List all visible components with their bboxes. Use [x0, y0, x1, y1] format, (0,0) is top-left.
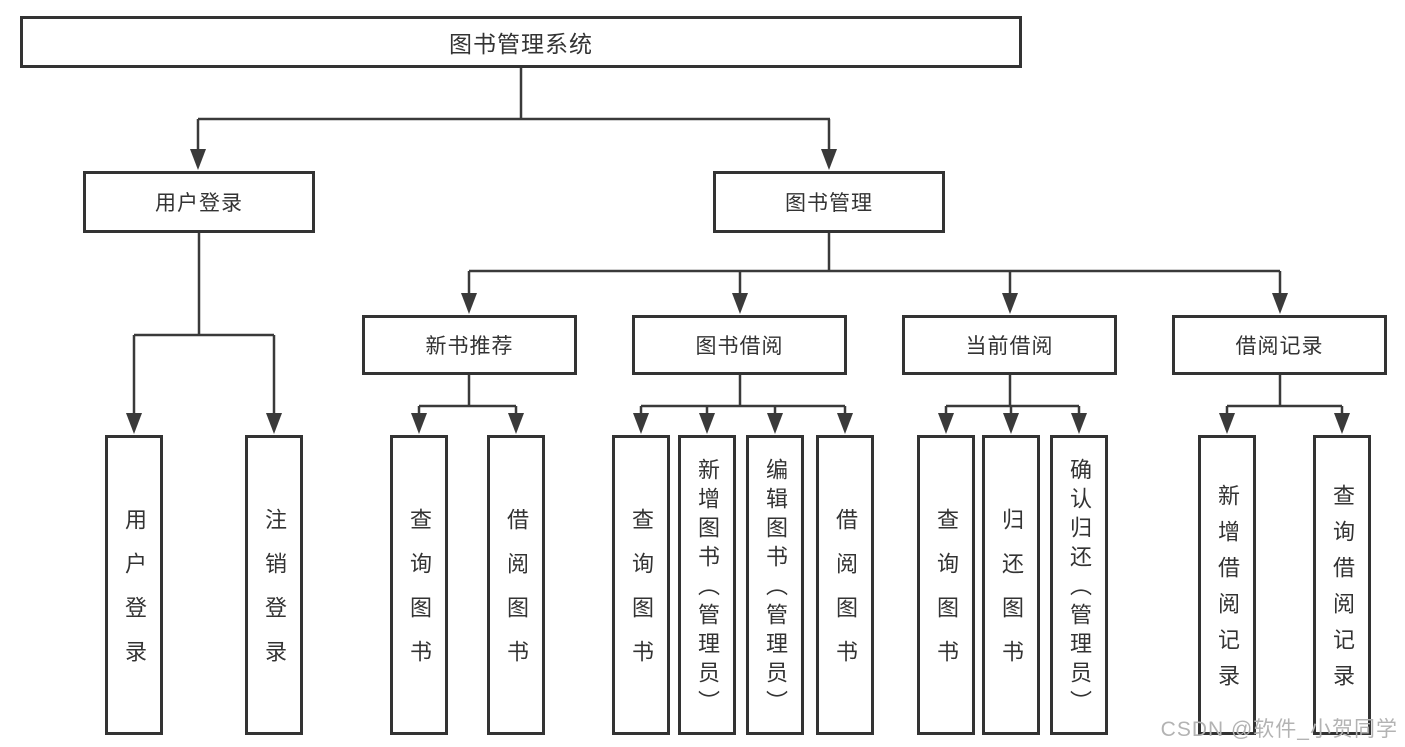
node-book-borrowing: 图书借阅 [632, 315, 847, 375]
node-book-management: 图书管理 [713, 171, 945, 233]
node-library-management-system: 图书管理系统 [20, 16, 1022, 68]
leaf-query-books-borrow: 查询图书 [612, 435, 670, 735]
node-new-book-recommendation: 新书推荐 [362, 315, 577, 375]
leaf-edit-books-admin: 编辑图书（管理员） [746, 435, 804, 735]
csdn-watermark: CSDN @软件_小贺同学 [1160, 718, 1398, 741]
leaf-return-books: 归还图书 [982, 435, 1040, 735]
leaf-add-books-admin: 新增图书（管理员） [678, 435, 736, 735]
leaf-add-borrow-record: 新增借阅记录 [1198, 435, 1256, 735]
node-user-login: 用户登录 [83, 171, 315, 233]
leaf-query-borrow-record: 查询借阅记录 [1313, 435, 1371, 735]
leaf-borrow-books-recommend: 借阅图书 [487, 435, 545, 735]
leaf-borrow-books: 借阅图书 [816, 435, 874, 735]
leaf-logout: 注销登录 [245, 435, 303, 735]
node-borrowing-records: 借阅记录 [1172, 315, 1387, 375]
leaf-query-books-recommend: 查询图书 [390, 435, 448, 735]
node-current-borrowing: 当前借阅 [902, 315, 1117, 375]
leaf-user-login: 用户登录 [105, 435, 163, 735]
leaf-confirm-return-admin: 确认归还（管理员） [1050, 435, 1108, 735]
leaf-query-books-current: 查询图书 [917, 435, 975, 735]
